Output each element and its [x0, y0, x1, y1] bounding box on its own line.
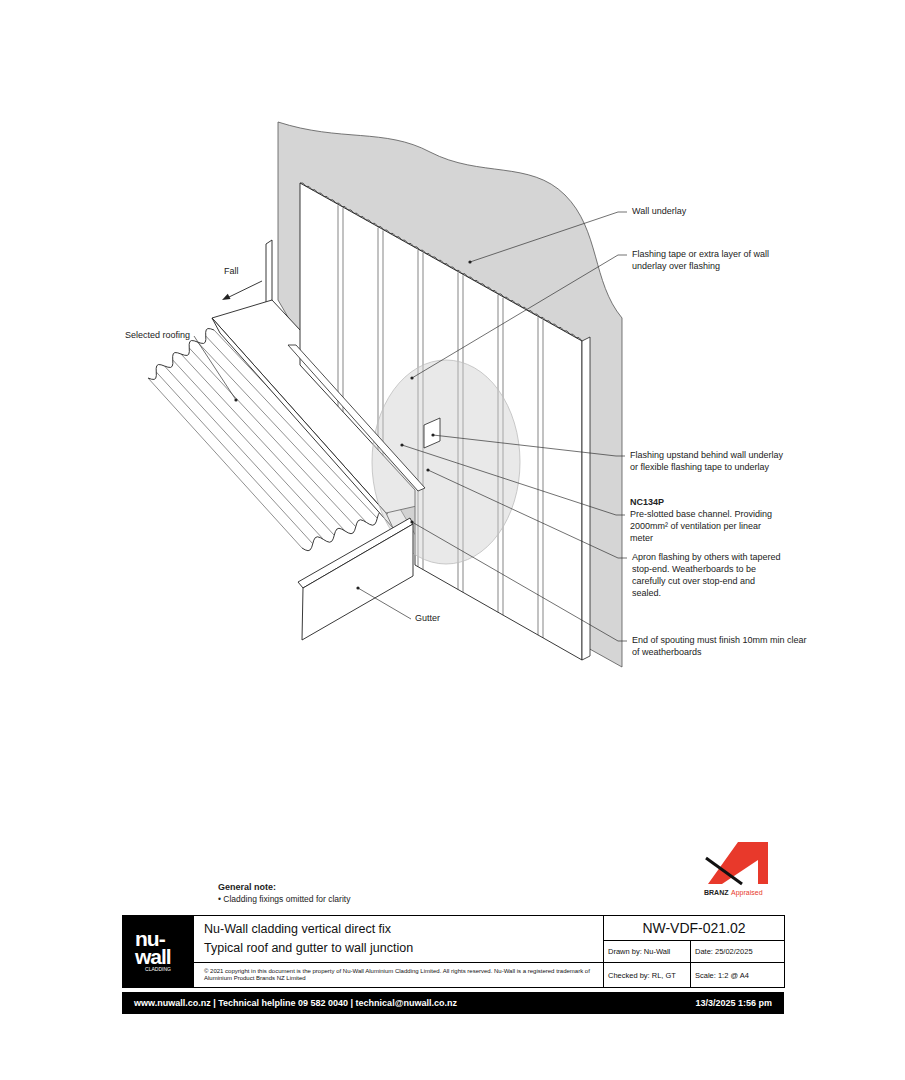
branz-logo [706, 842, 768, 884]
logo-text: BRANZ [704, 888, 734, 897]
wall-underlay [278, 122, 622, 667]
leader-line [358, 588, 411, 619]
leader-dot [468, 260, 471, 263]
info-cell-text: Scale: 1:2 @ A4 [695, 971, 749, 980]
callout-label: Flashing tape or extra layer of wall und… [632, 249, 782, 273]
callout-label: Apron flashing by others with tapered st… [632, 552, 782, 600]
base-channel [288, 345, 425, 491]
panel-rib [343, 208, 344, 412]
info-cell-text: Drawn by: Nu-Wall [608, 947, 670, 956]
logo-mark [708, 842, 768, 884]
drawing-number-cell-text: NW-VDF-021.02 [642, 920, 745, 937]
gutter [298, 518, 413, 640]
callout-label: Flashing upstand behind wall underlay or… [630, 450, 790, 474]
cladding-panels [300, 183, 582, 660]
flashing-upstand [266, 240, 272, 305]
drawing-number-cell: NW-VDF-021.02 [603, 915, 785, 941]
callout-label: Selected roofing [100, 330, 190, 342]
leader-line [412, 255, 627, 378]
leader-dot [410, 520, 413, 523]
title-cell-text: Nu-Wall cladding vertical direct fix [204, 920, 391, 939]
callout-label: Gutter [415, 613, 475, 625]
leader-dot [410, 376, 413, 379]
leader-line [428, 470, 627, 558]
copyright-cell-text: © 2021 copyright in this document is the… [204, 968, 593, 983]
leader-dot [426, 468, 429, 471]
info-cell-text: Date: 25/02/2025 [695, 947, 753, 956]
info-cell-text: Checked by: RL, GT [608, 971, 676, 980]
leader-line [433, 435, 625, 456]
info-cell: Date: 25/02/2025 [690, 940, 785, 963]
title-cell: Nu-Wall cladding vertical direct fixTypi… [193, 915, 604, 963]
leader-dots [234, 260, 471, 589]
logo-text: Appraised [731, 888, 776, 897]
leader-lines [194, 212, 627, 641]
footer-bar-text: www.nuwall.co.nz | Technical helpline 09… [134, 998, 457, 1009]
panel-rib [543, 320, 544, 638]
panel-rib [538, 317, 539, 635]
panel-rib [378, 228, 379, 450]
leader-line [412, 522, 627, 641]
callout-label: Pre-slotted base channel. Providing 2000… [630, 509, 782, 545]
footer-bar-text: 13/3/2025 1:56 pm [695, 998, 772, 1009]
product-code: NC134P [630, 497, 790, 509]
leader-line [194, 336, 236, 400]
leader-line [402, 445, 625, 515]
leader-line [470, 212, 627, 262]
leader-dot [400, 443, 403, 446]
arrow-head [222, 294, 231, 300]
callout-label: End of spouting must finish 10mm min cle… [632, 635, 807, 659]
copyright-cell: © 2021 copyright in this document is the… [193, 962, 604, 988]
callout-label: Wall underlay [632, 206, 792, 218]
note-heading: General note: [218, 882, 438, 894]
logo-cell-text: nu-wall [135, 930, 181, 966]
info-cell: Checked by: RL, GT [603, 962, 691, 988]
panel-top-edge [300, 183, 582, 341]
info-cell: Drawn by: Nu-Wall [603, 940, 691, 963]
info-cell: Scale: 1:2 @ A4 [690, 962, 785, 988]
fall-label: Fall [224, 266, 264, 278]
footer-bar: www.nuwall.co.nz | Technical helpline 09… [122, 992, 784, 1014]
panel-rib [338, 205, 339, 406]
logo-cell: nu-wallCLADDING [122, 915, 194, 988]
leader-dot [356, 586, 359, 589]
leader-dot [431, 433, 434, 436]
logo-stroke [706, 858, 742, 884]
corrugation-line [148, 378, 302, 548]
logo-cell-text: CLADDING [145, 966, 171, 973]
leader-dot [234, 398, 237, 401]
stop-end [424, 418, 440, 448]
note-text: • Cladding fixings omitted for clarity [218, 894, 498, 905]
gutter-face [302, 524, 413, 640]
title-cell-text: Typical roof and gutter to wall junction [204, 939, 413, 958]
arrow-shaft [227, 281, 262, 298]
fall-arrow [222, 281, 262, 300]
panel-edge [582, 337, 590, 660]
